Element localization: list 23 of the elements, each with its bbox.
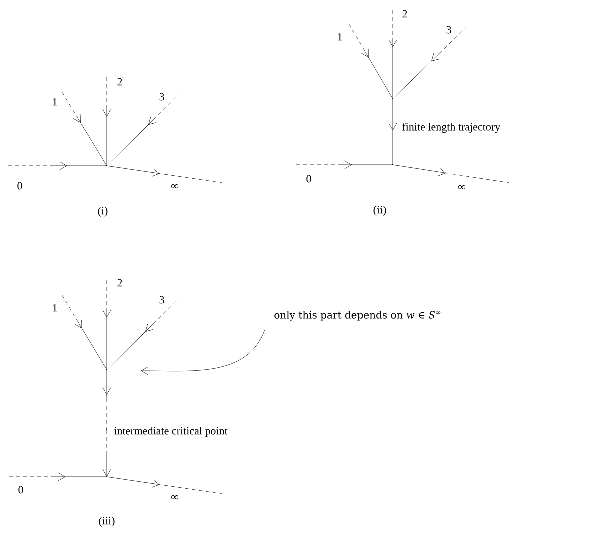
end-label: 1 (338, 33, 342, 41)
curved-arrow (141, 330, 266, 376)
side-label: intermediate critical point (114, 427, 228, 437)
end-label: 3 (160, 296, 164, 304)
end-label: 1 (53, 304, 58, 312)
end-label: 3 (446, 26, 452, 34)
arrow (102, 430, 112, 477)
panel-label: (iii) (99, 517, 115, 527)
end-label: 0 (18, 486, 24, 494)
end-label: 2 (118, 78, 122, 86)
end-label: ∞ (172, 495, 178, 500)
edge-label: finite length trajectory (402, 122, 501, 134)
end-label: 1 (53, 98, 58, 106)
end-label: ∞ (172, 184, 178, 189)
end-label: 0 (18, 182, 22, 190)
panel-label: (ii) (374, 206, 386, 216)
end-label: 0 (306, 175, 312, 183)
end-label: 2 (118, 279, 122, 287)
end-label: 2 (402, 10, 408, 18)
panel-label: (i) (98, 207, 108, 217)
end-label: ∞ (458, 185, 466, 190)
annotation-text: only this part depends on w ∈ S$^{∞}$ (274, 311, 441, 321)
end-label: 3 (160, 93, 164, 101)
